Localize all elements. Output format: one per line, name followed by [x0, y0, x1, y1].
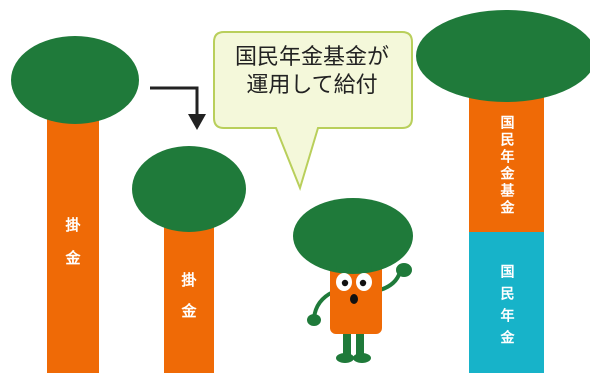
tree3-trunk-bottom	[469, 232, 544, 373]
tree1-canopy	[11, 36, 139, 124]
tree2-canopy	[132, 146, 246, 232]
tree3-top-label: 国民年金基金	[498, 115, 515, 217]
tree3-trunk-top	[469, 84, 544, 232]
tree2-trunk	[164, 216, 214, 373]
mascot-character	[293, 198, 413, 363]
flow-arrow	[150, 86, 199, 116]
tree3-canopy	[416, 10, 590, 102]
tree1-trunk	[47, 108, 99, 373]
speech-bubble-text: 国民年金基金が 運用して給付	[220, 44, 404, 100]
bubble-line-1: 国民年金基金が	[234, 45, 389, 70]
tree2-trunk-label: 掛金	[179, 272, 198, 334]
tree1-trunk-label: 掛金	[63, 217, 82, 283]
tree3-bottom-label: 国民年金	[498, 264, 515, 352]
speech-bubble	[213, 31, 413, 192]
bubble-line-2: 運用して給付	[246, 73, 378, 98]
flow-arrow-head	[188, 114, 206, 130]
